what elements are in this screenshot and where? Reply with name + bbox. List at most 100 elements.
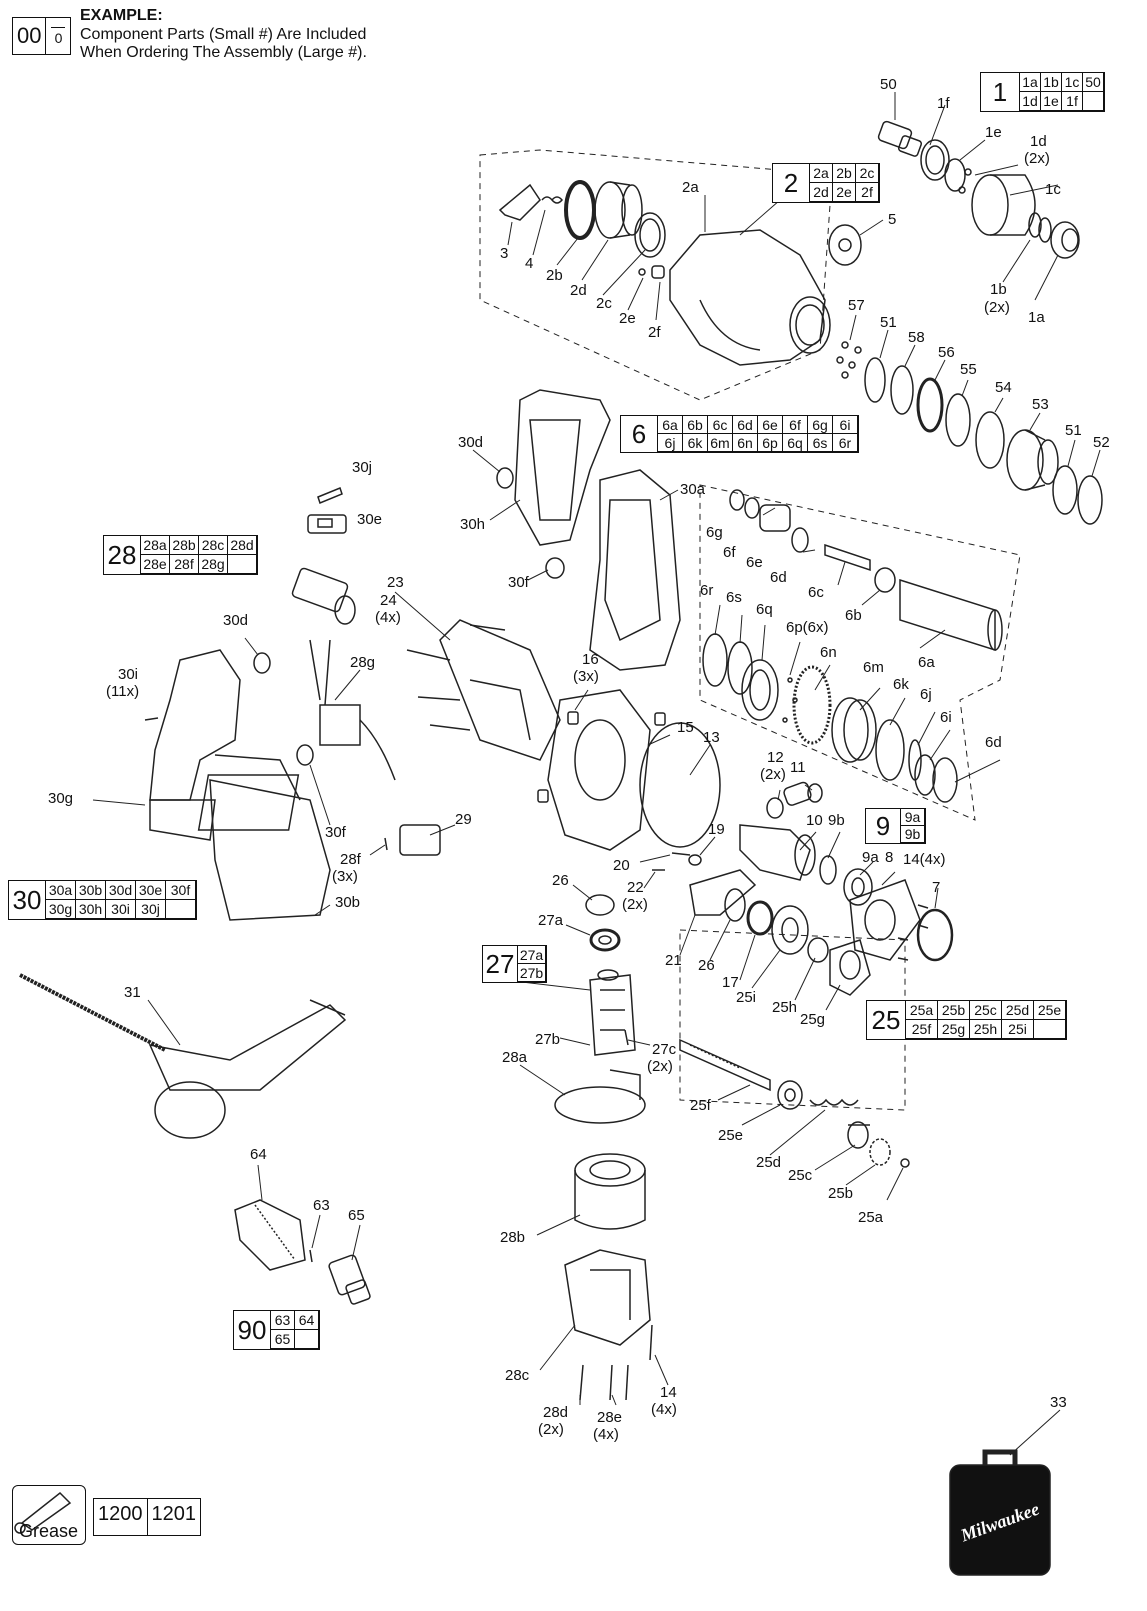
- part-25a-clip: [900, 1158, 910, 1168]
- part-30d-ring-b: [253, 652, 271, 674]
- group-part-cell: 25i: [1002, 1020, 1034, 1039]
- group-part-cell: 2a: [810, 164, 833, 183]
- part-label-25e: 25e: [718, 1127, 744, 1144]
- part-8-flange: [849, 879, 921, 961]
- group-part-cell: 2e: [833, 183, 856, 202]
- part-label-25a: 25a: [858, 1209, 884, 1226]
- part-label-6a: 6a: [918, 654, 935, 671]
- part-label-6c: 6c: [808, 584, 824, 601]
- part-label-6i: 6i: [940, 709, 952, 726]
- part-label-25i: 25i: [736, 989, 757, 1006]
- group-number: 9: [866, 809, 901, 843]
- part-26-oring-b: [724, 888, 746, 922]
- part-label-22-q: (2x): [622, 896, 648, 913]
- part-24-screw-c: [429, 724, 471, 731]
- part-28c-motor-housing: [564, 1249, 651, 1346]
- part-label-30d-b: 30d: [223, 612, 249, 629]
- group-number: 2: [773, 164, 810, 202]
- part-label-3: 3: [500, 245, 509, 262]
- part-label-23: 23: [387, 574, 404, 591]
- example-small-number: 0: [54, 29, 63, 46]
- part-1c-sleeve: [971, 174, 1036, 236]
- part-25i-gear: [771, 905, 809, 955]
- group-part-cell: 25d: [1002, 1001, 1034, 1020]
- part-label-31: 31: [124, 984, 141, 1001]
- part-6b: [874, 567, 896, 593]
- part-label-55: 55: [960, 361, 977, 378]
- group-number: 30: [9, 881, 46, 919]
- group-part-cell: 6q: [783, 434, 808, 452]
- group-part-cell: [1034, 1020, 1066, 1039]
- part-label-8: 8: [885, 849, 894, 866]
- part-label-26a: 26: [552, 872, 569, 889]
- part-64-keyless-chuck: [234, 1199, 306, 1271]
- part-label-30a: 30a: [680, 481, 706, 498]
- part-28-trigger-switch: [291, 567, 356, 625]
- group-part-cell: 30i: [106, 900, 136, 919]
- group-part-cell: 6e: [758, 416, 783, 434]
- part-label-30b: 30b: [335, 894, 361, 911]
- group-part-cell: 30a: [46, 881, 76, 900]
- part-label-51b: 51: [1065, 422, 1082, 439]
- group-part-cell: 25h: [970, 1020, 1002, 1039]
- part-label-53: 53: [1032, 396, 1049, 413]
- group-part-cell: 28g: [199, 555, 228, 574]
- group-part-cell: 30g: [46, 900, 76, 919]
- part-6g: [729, 489, 745, 511]
- part-6e-bushing: [759, 504, 791, 532]
- group-part-cell: 6j: [658, 434, 683, 452]
- part-label-12-q: (2x): [760, 766, 786, 783]
- part-label-6e: 6e: [746, 554, 763, 571]
- group-part-cell: 25e: [1034, 1001, 1066, 1020]
- part-2a-gear-housing: [669, 229, 831, 366]
- part-label-17: 17: [722, 974, 739, 991]
- part-1d-ball: [964, 168, 972, 176]
- part-label-25b: 25b: [828, 1185, 854, 1202]
- part-28e-screw: [609, 1364, 613, 1401]
- group-part-cell: 1a: [1020, 73, 1041, 92]
- group-part-cell: 6b: [683, 416, 708, 434]
- group-part-cell: 64: [295, 1311, 319, 1330]
- part-label-7: 7: [932, 879, 941, 896]
- part-6c-piston: [824, 543, 871, 572]
- part-label-30h: 30h: [460, 516, 486, 533]
- group-part-cell: 25c: [970, 1001, 1002, 1020]
- example-line-2: When Ordering The Assembly (Large #).: [80, 44, 367, 61]
- grease-code-1201: 1201: [151, 1503, 197, 1525]
- group-part-cell: [1083, 92, 1104, 111]
- part-label-1e: 1e: [985, 124, 1002, 141]
- example-line-1: Component Parts (Small #) Are Included: [80, 26, 367, 43]
- part-1b-ring: [1028, 212, 1042, 238]
- part-label-30i-q: (11x): [106, 683, 140, 700]
- part-2b-oring: [564, 180, 596, 240]
- part-6d-b: [932, 757, 958, 803]
- part-58-ring: [890, 365, 914, 415]
- group-part-cell: 27a: [518, 946, 546, 964]
- group-part-cell: [228, 555, 257, 574]
- part-6n-gear: [792, 665, 832, 745]
- group-part-cell: 63: [271, 1311, 295, 1330]
- group-part-cell: 6n: [733, 434, 758, 452]
- part-label-16: 16: [582, 651, 599, 668]
- group-part-cell: 30b: [76, 881, 106, 900]
- part-16-pin-a: [567, 711, 579, 725]
- group-part-cell: 6c: [708, 416, 733, 434]
- part-label-4: 4: [525, 255, 534, 272]
- part-25d-spring: [809, 1098, 859, 1106]
- part-2f-bushing: [651, 265, 665, 279]
- group-part-cell: 2f: [856, 183, 879, 202]
- part-label-1d-q: (2x): [1024, 150, 1050, 167]
- grease-codes: 1200 1201: [93, 1498, 201, 1536]
- part-2e-pin: [638, 268, 646, 276]
- part-label-54: 54: [995, 379, 1012, 396]
- part-6k: [875, 719, 905, 781]
- part-label-28e: 28e: [597, 1409, 623, 1426]
- part-label-29: 29: [455, 811, 472, 828]
- part-15-gear-case: [547, 689, 651, 851]
- part-6a-cylinder: [899, 578, 1003, 652]
- part-label-52: 52: [1093, 434, 1110, 451]
